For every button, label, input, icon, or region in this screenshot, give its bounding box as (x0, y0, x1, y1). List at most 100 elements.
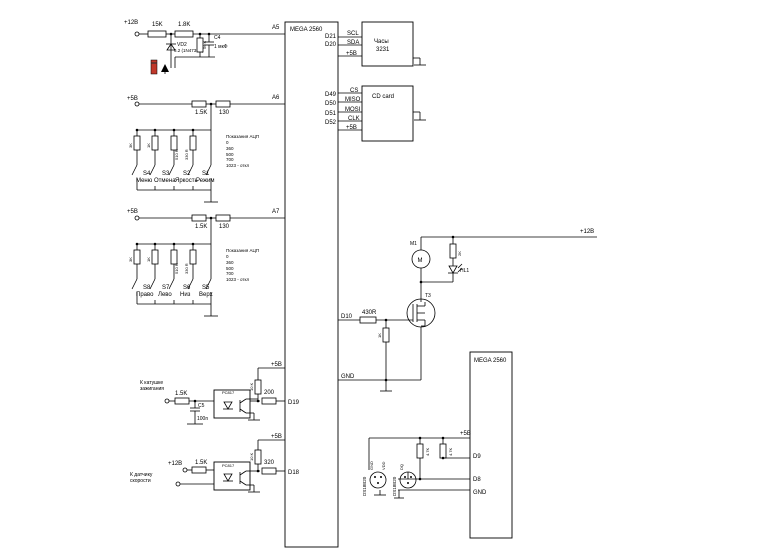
opto1-ic-label: PC817 (222, 390, 235, 395)
sensor2-dq-label: DQ (399, 464, 404, 470)
sd-clk-label: CLK (348, 116, 360, 122)
kb2-s5-id: S5 (202, 285, 210, 291)
kb2-ladder-r4 (189, 249, 197, 265)
kb1-resistor-1.5k (191, 100, 207, 108)
kb1-s3-label: Отмена (154, 178, 176, 184)
kb1-s4-label: Меню (136, 178, 153, 184)
opto1-pullup (254, 379, 262, 395)
kb1-adc-title: Показания АЦП (226, 134, 259, 139)
kb1-resistor-130 (215, 100, 231, 108)
mega-secondary-box (469, 351, 513, 539)
opto2-series-resistor (261, 467, 277, 475)
mega-secondary: MEGA 2560 +5B D9 D8 GND (460, 351, 513, 539)
temp-resistor-1-label: 4.7K (425, 447, 430, 456)
resistor-pulldown (382, 327, 390, 343)
zener-value-label: 6.2 (1N4735A) (174, 48, 204, 53)
opto2-resistor-in-label: 1.5K (195, 460, 207, 466)
kb1-ladder-r3-label: 510 R (174, 149, 179, 160)
kb1-adc-v0: 0 (226, 140, 229, 145)
motor-symbol-m: M (418, 258, 423, 264)
kb1-supply-label: +5B (127, 96, 138, 102)
mega-secondary-5v: +5B (460, 431, 471, 437)
rtc-sda-label: SDA (347, 40, 359, 46)
opto2-supply-label: +5B (271, 434, 282, 440)
kb1-ladder-r1-label: 3K (128, 143, 133, 148)
keyboard-1: +5B 1.5K 130 A6 3K 1K 510 R 330 R (127, 95, 285, 203)
resistor-15k (147, 30, 167, 38)
sd-5v-label: +5B (346, 125, 357, 131)
mega-main-box (284, 21, 339, 548)
kb2-switch-s7 (149, 278, 156, 290)
kb2-switch-s5 (187, 278, 194, 290)
resistor-1.8k-label: 1.8K (178, 22, 190, 28)
opto2-pullup (254, 449, 262, 465)
kb1-adc-v4: 1023 - откл (226, 163, 249, 168)
kb2-resistor-130-label: 130 (219, 224, 230, 230)
pin-d10-label: D10 (341, 314, 353, 320)
capacitor-c4-label: C4 (214, 35, 221, 41)
opto2-source-label-1: К датчику (130, 472, 153, 478)
kb2-ladder-r3-label: 510 R (174, 263, 179, 274)
kb2-s7-label: Лево (158, 292, 172, 298)
opto2-supply-in-label: +12B (168, 461, 182, 467)
motor-label: M1 (410, 241, 417, 247)
kb1-resistor-1.5k-label: 1.5K (195, 110, 207, 116)
pin-d18-label: D18 (288, 470, 300, 476)
kb2-ladder-r2-label: 1K (146, 257, 151, 262)
sd-card-module: CD card D49 D50 D51 D52 CS MISO MOSI CLK… (325, 85, 426, 142)
input-12v-terminal (134, 31, 140, 37)
pin-d19-label: D19 (288, 400, 300, 406)
opto1-resistor-in (174, 397, 190, 405)
kb2-ladder-r1 (133, 249, 141, 265)
kb2-switch-s6 (168, 278, 175, 290)
led-icon (448, 265, 458, 274)
resistor-1.8k (174, 30, 194, 38)
kb1-switch-s1 (187, 164, 194, 176)
mosfet-label: T3 (425, 293, 431, 299)
pin-a5-label: A5 (272, 25, 280, 31)
kb2-adc-v4: 1023 - откл (226, 277, 249, 282)
sensor1-vdd-label: VDD (381, 461, 386, 470)
rtc-title: Часы (374, 39, 389, 45)
kb1-ladder-r1 (133, 135, 141, 151)
mega-secondary-gnd: GND (473, 490, 487, 496)
keyboard-2: +5B 1.5K 130 A7 3K 1K 510 R 330 R (127, 209, 285, 317)
ds18b20-sensor-1-icon (369, 471, 387, 489)
opto1-pullup-label: 10 K (249, 382, 254, 391)
resistor-gate-label: 430R (362, 310, 377, 316)
opto2-led-icon (223, 473, 233, 482)
pin-a6-label: A6 (272, 95, 280, 101)
sd-card-title: CD card (372, 94, 394, 100)
opto2-source-label-2: скорости (130, 478, 151, 484)
ground-arrow-icon (161, 64, 169, 72)
mega-gnd-label: GND (341, 374, 355, 380)
kb2-adc-v1: 360 (226, 260, 234, 265)
zener-body-icon (150, 59, 158, 75)
kb1-s2-id: S2 (183, 171, 191, 177)
kb1-adc-v1: 360 (226, 146, 234, 151)
opto-ignition: К катушке зажигания 1.5K C5 100n PC817 1… (140, 362, 300, 425)
pin-d49-label: D49 (325, 92, 337, 98)
ds18b20-sensor-1-label: DS18B20 (362, 476, 367, 496)
kb2-s5-label: Верх (199, 292, 213, 298)
kb1-switch-s3 (149, 164, 156, 176)
resistor-led (449, 243, 457, 259)
temp-sensors: 4.7K 4.7K DS18B20 GND VDD DS18B20 DQ (362, 436, 470, 499)
sd-mosi-label: MOSI (345, 107, 361, 113)
pin-d20-label: D20 (325, 42, 337, 48)
sd-miso-label: MISO (345, 97, 361, 103)
kb1-ladder-r2-label: 1K (146, 143, 151, 148)
kb2-s8-label: Право (136, 292, 154, 298)
opto1-supply-label: +5B (271, 362, 282, 368)
zener-diode-symbol (166, 43, 176, 51)
opto1-led-icon (223, 401, 233, 410)
resistor-led-label: 2K (457, 251, 462, 256)
kb2-adc-title: Показания АЦП (226, 248, 259, 253)
opto1-source-label-1: К катушке (140, 380, 163, 386)
kb1-s1-id: S1 (202, 171, 210, 177)
pin-d21-label: D21 (325, 34, 337, 40)
sensor1-gnd-label: GND (369, 461, 374, 470)
opto2-ic-box (213, 461, 251, 491)
zener-label: VD2 (177, 42, 187, 48)
kb1-adc-v2: 500 (226, 152, 234, 157)
